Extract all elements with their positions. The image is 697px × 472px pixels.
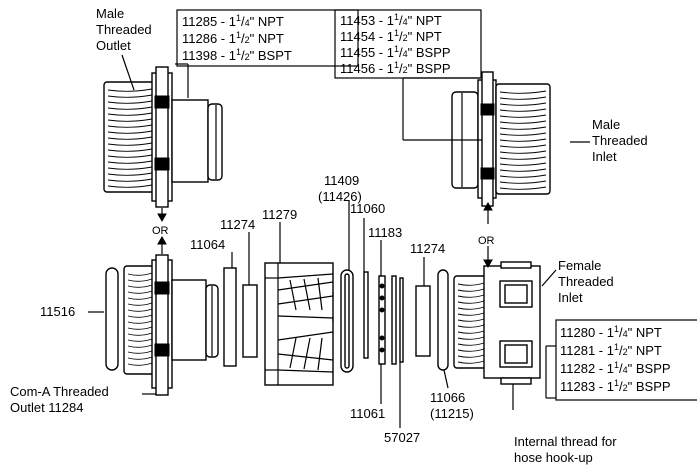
female-inlet-label-line3: Inlet bbox=[558, 290, 583, 305]
part-label-11215: (11215) bbox=[430, 406, 474, 421]
female-part-row-3: 11283 - 11/2" BSPP bbox=[560, 378, 671, 394]
outlet-part-row-0: 11285 - 11/4" NPT bbox=[182, 13, 284, 29]
outlet-thread-lines bbox=[107, 88, 153, 188]
part-label-11409: 11409 bbox=[324, 173, 359, 188]
female-inlet-label-line1: Female bbox=[558, 258, 601, 273]
outlet-part-row-2: 11398 - 11/2" BSPT bbox=[182, 47, 292, 63]
male-inlet-label-line1: Male bbox=[592, 117, 620, 132]
female-part-row-1: 11281 - 11/2" NPT bbox=[560, 342, 662, 358]
female-inlet-label-line2: Threaded bbox=[558, 274, 614, 289]
female-part-list-box bbox=[555, 319, 697, 401]
part-11183-disc bbox=[391, 275, 397, 365]
part-11274-washer-right bbox=[415, 285, 431, 357]
part-label-11183: 11183 bbox=[368, 225, 402, 240]
male-outlet-label-line2: Threaded bbox=[96, 22, 152, 37]
part-11516-oring bbox=[105, 267, 119, 371]
inlet-part-row-3: 11456 - 11/2" BSPP bbox=[340, 60, 451, 76]
inlet-part-row-1: 11454 - 11/2" NPT bbox=[340, 28, 442, 44]
part-label-11279: 11279 bbox=[262, 207, 297, 222]
com-a-label-line1: Com-A Threaded bbox=[10, 384, 109, 399]
part-label-11064: 11064 bbox=[190, 237, 225, 252]
female-thread-lines bbox=[457, 282, 485, 364]
or-label-left: OR bbox=[152, 225, 169, 237]
part-label-11516: 11516 bbox=[40, 304, 75, 319]
male-inlet-label-line2: Threaded bbox=[592, 133, 648, 148]
male-threaded-outlet-part bbox=[103, 66, 223, 208]
male-outlet-label-line1: Male bbox=[96, 6, 124, 21]
part-11066-oring bbox=[437, 269, 449, 371]
com-a-label-line2: Outlet 11284 bbox=[10, 400, 83, 415]
part-11274-washer-left bbox=[242, 284, 258, 358]
part-label-57027: 57027 bbox=[384, 430, 420, 445]
part-11060-ring bbox=[363, 271, 369, 359]
com-a-outlet-part bbox=[123, 254, 219, 396]
inlet-thread-lines bbox=[499, 90, 547, 190]
or-label-right: OR bbox=[478, 235, 495, 247]
inlet-part-row-0: 11453 - 11/4" NPT bbox=[340, 12, 442, 28]
leader-lines bbox=[88, 54, 590, 428]
internal-thread-label-line2: hose hook-up bbox=[514, 450, 593, 465]
female-threaded-inlet-part bbox=[453, 261, 541, 385]
male-inlet-label-line3: Inlet bbox=[592, 149, 617, 164]
female-part-list: 11280 - 11/4" NPT 11281 - 11/2" NPT 11282 … bbox=[560, 324, 671, 394]
female-part-row-0: 11280 - 11/4" NPT bbox=[560, 324, 662, 340]
part-label-11060: 11060 bbox=[350, 201, 385, 216]
outlet-part-row-1: 11286 - 11/2" NPT bbox=[182, 30, 284, 46]
part-11061-screen bbox=[378, 275, 386, 365]
part-label-11066: 11066 bbox=[430, 390, 465, 405]
female-part-row-2: 11282 - 11/4" BSPP bbox=[560, 360, 671, 376]
com-a-thread-lines bbox=[127, 272, 153, 366]
outlet-part-list-box bbox=[176, 9, 359, 67]
inlet-part-list-box bbox=[334, 9, 482, 79]
part-label-11274-right: 11274 bbox=[410, 241, 445, 256]
part-11279-coupling-nut bbox=[264, 262, 334, 386]
part-label-11274-left: 11274 bbox=[220, 217, 255, 232]
part-57027-disc bbox=[399, 277, 404, 363]
inlet-part-row-2: 11455 - 11/4" BSPP bbox=[340, 44, 451, 60]
part-label-11426: (11426) bbox=[318, 189, 362, 204]
part-label-11061: 11061 bbox=[350, 406, 385, 421]
male-threaded-inlet-part bbox=[451, 71, 551, 207]
male-outlet-label-line3: Outlet bbox=[96, 38, 131, 53]
part-11064-gasket bbox=[223, 267, 237, 367]
part-11409-oring-inner bbox=[344, 273, 350, 369]
internal-thread-label-line1: Internal thread for bbox=[514, 434, 617, 449]
